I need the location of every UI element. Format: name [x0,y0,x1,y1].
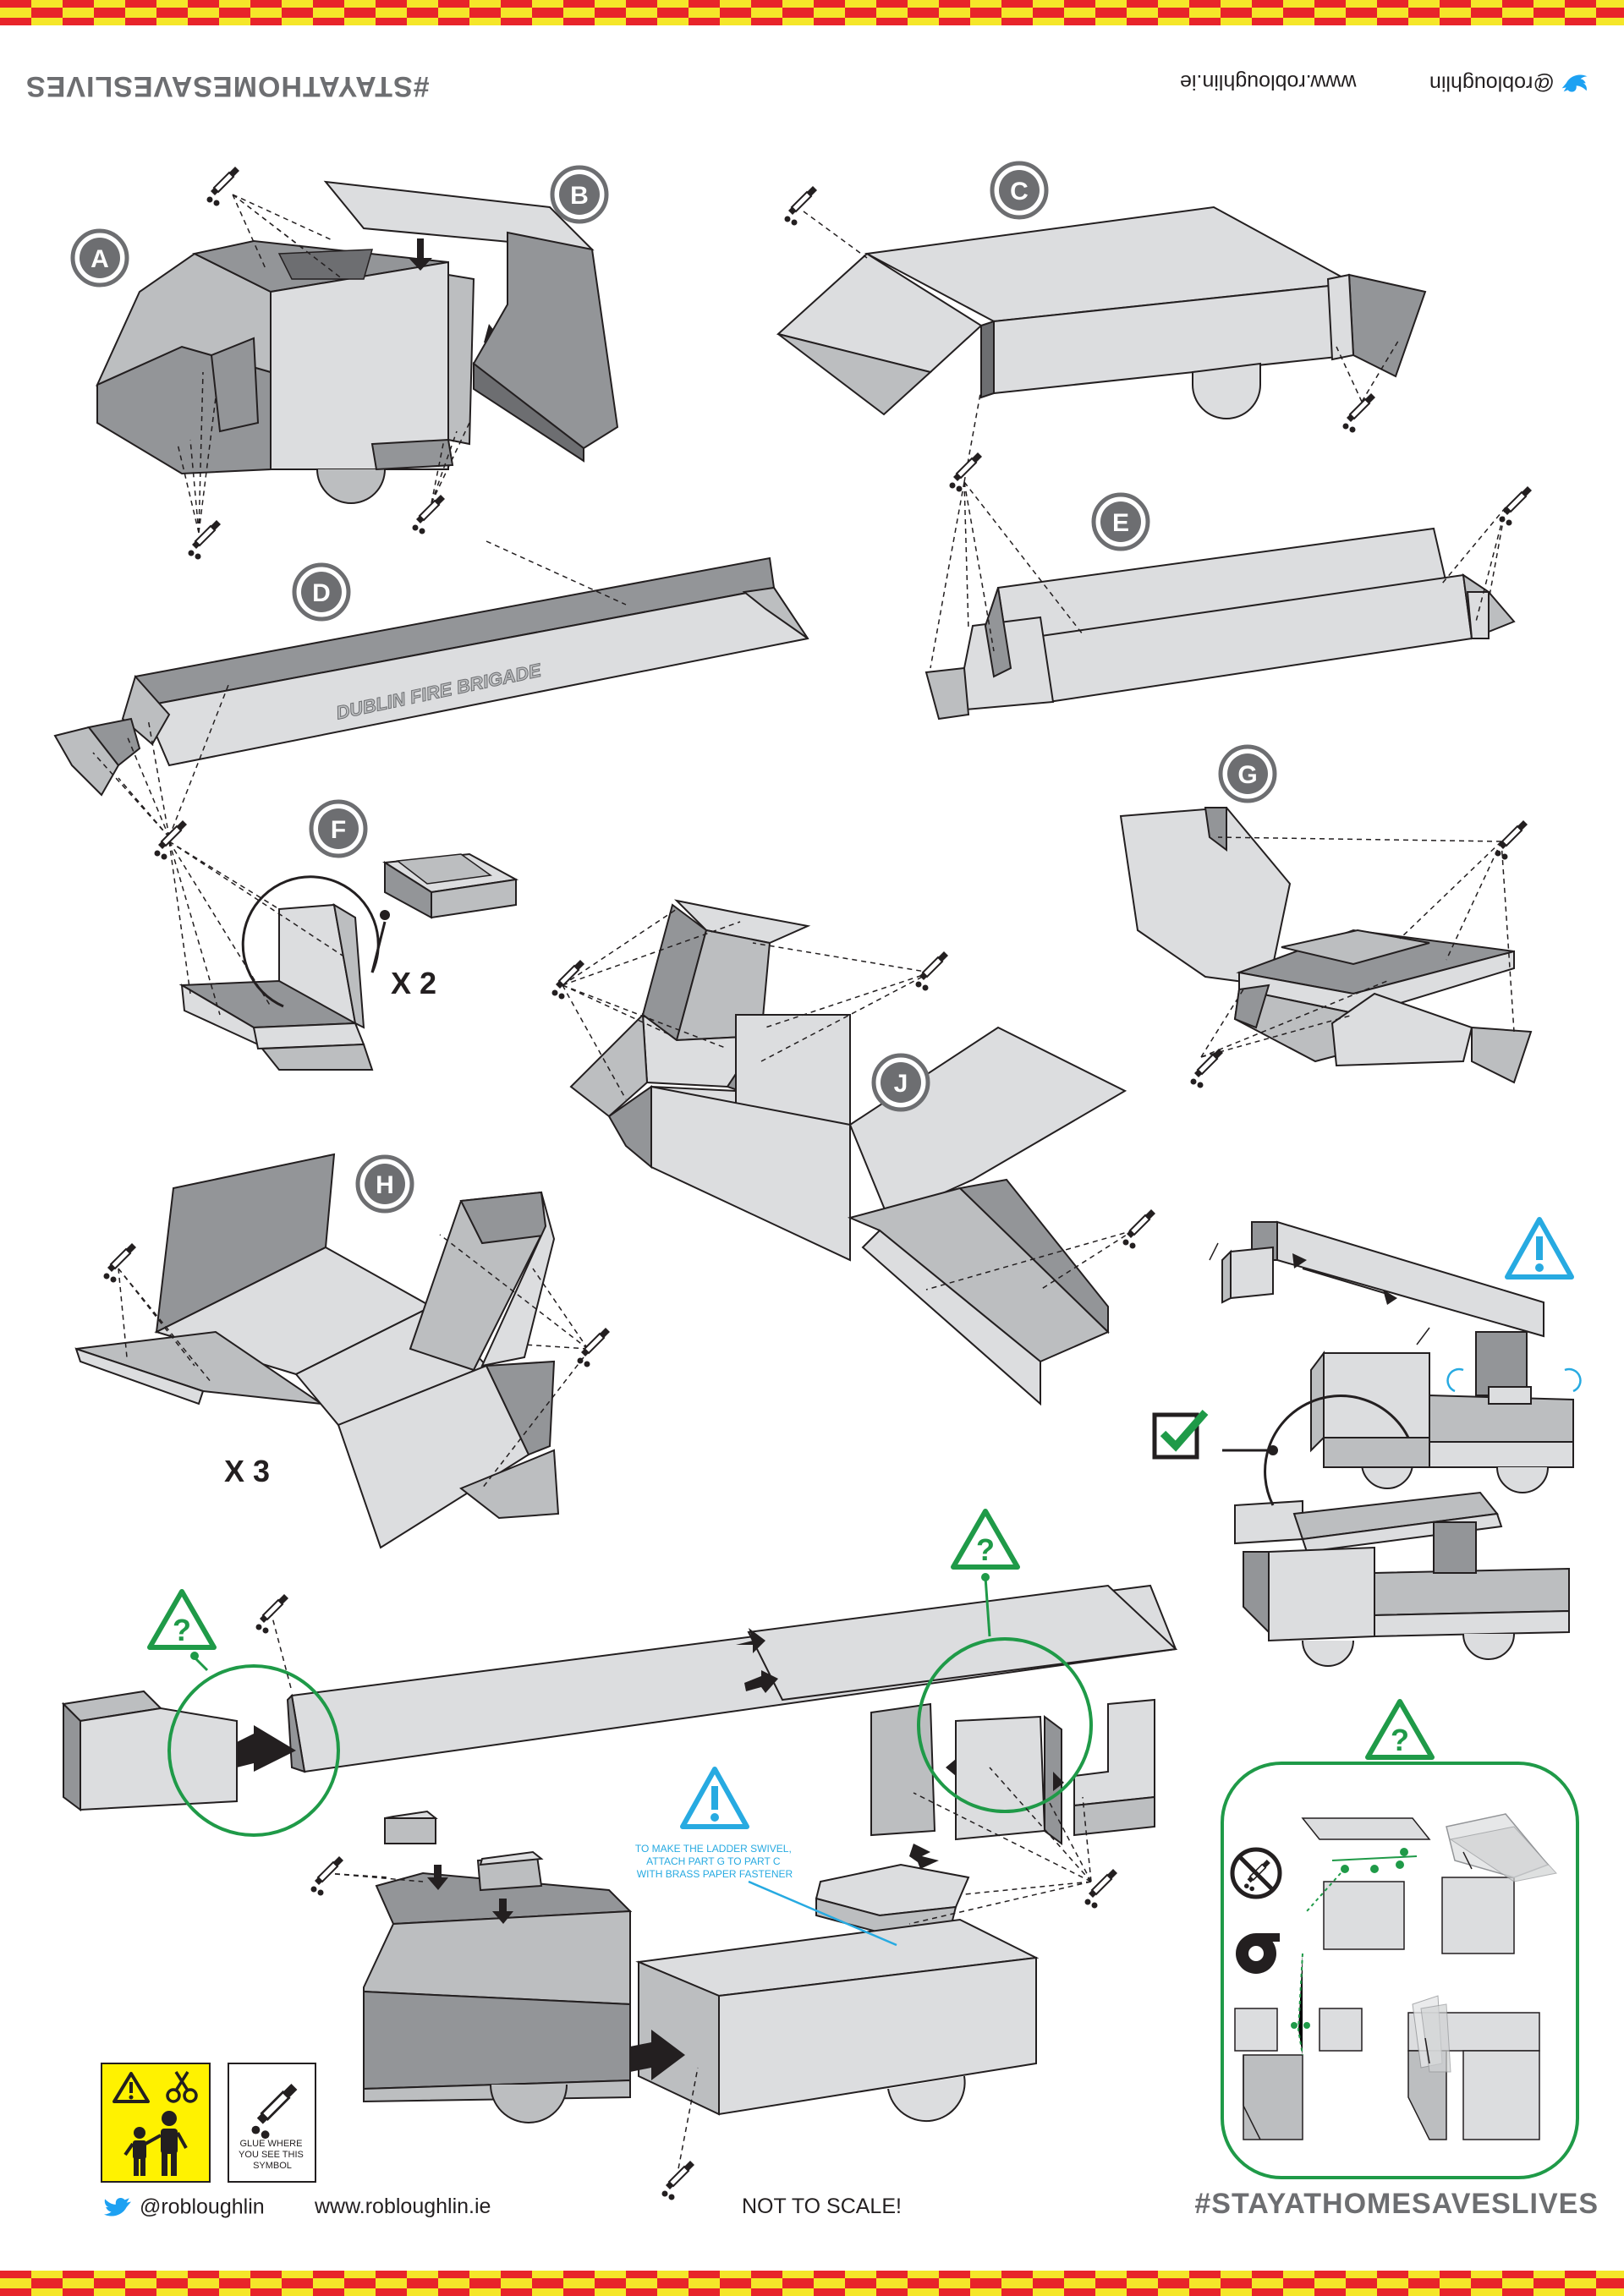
part-e-assembly [924,527,1516,721]
warning-icon [1505,1217,1574,1280]
part-h-glue-lines [118,1234,589,1489]
part-a-glue-lines [177,194,470,534]
glue-legend: GLUE WHERE YOU SEE THIS SYMBOL [228,2063,316,2183]
glue-bottle-icon [206,166,240,207]
part-f-assembly [178,852,519,1071]
safety-sign [101,2063,211,2183]
part-j-assembly [569,899,1127,1406]
scissors-icon [166,2071,198,2103]
badge-part-f: F [311,802,365,856]
tape-roll-icon [1236,1933,1280,1974]
svg-text:C: C [1010,178,1029,205]
svg-text:H: H [376,1171,394,1199]
svg-text:?: ? [173,1613,191,1647]
glue-bottle-icon [102,1242,137,1284]
part-j-glue-lines [562,908,1134,1290]
glue-bottle-icon [1122,1208,1156,1250]
part-b-piece [323,180,619,463]
top-hazard-stripe [0,0,1624,25]
badge-part-c: C [992,163,1046,217]
part-f-multiplier: X 2 [391,966,436,1000]
twitter-bird-icon [1561,74,1588,92]
adult-child-icon [123,2111,188,2176]
svg-text:J: J [894,1070,908,1098]
svg-text:B: B [570,182,589,210]
scale-note: NOT TO SCALE! [742,2195,902,2218]
badge-part-a: A [73,231,127,285]
glue-bottle-icon [1189,1048,1224,1089]
glue-bottle-icon [1498,485,1533,527]
header-handle-wrap: @robloughlin [1429,69,1589,95]
badge-part-h: H [358,1157,412,1211]
svg-text:D: D [312,579,331,607]
glue-bottle-icon [411,494,446,535]
footer-hashtag: #STAYATHOMESAVESLIVES [1194,2188,1599,2220]
part-g-glue-lines [1200,836,1515,1058]
no-glue-icon [1230,1847,1282,1899]
svg-text:?: ? [976,1532,995,1567]
checkmark-icon [1152,1410,1209,1460]
svg-text:A: A [91,245,109,273]
glue-bottle-icon [1341,392,1376,434]
question-icon: ? [1365,1699,1435,1760]
badge-part-e: E [1094,495,1148,549]
glue-bottle-icon [1084,1868,1118,1910]
svg-text:F: F [331,816,346,844]
part-f-glue-lines [168,841,343,1016]
swivel-note: TO MAKE THE LADDER SWIVEL, ATTACH PART G… [635,1843,794,1880]
part-e-glue-lines [930,388,1506,669]
twitter-bird-icon [104,2197,131,2217]
part-c-assembly [776,205,1427,419]
badge-part-b: B [552,167,606,222]
warning-icon [680,1767,749,1829]
final-assembly [61,1584,1178,2123]
assembled-truck-lowered [1234,1491,1570,1667]
part-g-assembly [1119,806,1533,1084]
footer-handle-wrap: @robloughlin [102,2195,265,2222]
glue-bottle-icon [783,185,818,227]
glue-bottle-icon [576,1327,611,1368]
badge-part-j: J [874,1055,928,1110]
warning-icon [112,2072,150,2103]
svg-text:G: G [1237,761,1257,789]
badge-part-g: G [1221,747,1275,801]
glue-bottle-icon [948,452,983,493]
bottom-hazard-stripe [0,2271,1624,2296]
part-d-assembly [53,556,809,797]
glue-bottle-icon [187,519,222,561]
hint-panel [1221,1762,1579,2179]
part-d-glue-lines [92,540,627,838]
hint-circle-bracket [917,1637,1093,1813]
glue-bottle-icon [1494,819,1528,861]
svg-text:GLUE WHERE YOU SEE THIS: GLUE WHERE YOU SEE THIS SYMBOL [239,2139,306,2171]
hint-circle-ladder-end [167,1664,340,1837]
footer-website: www.robloughlin.ie [315,2195,491,2218]
assembled-truck-preview [1209,1220,1582,1493]
question-icon: ? [951,1509,1020,1570]
part-c-glue-lines [803,211,1401,403]
glue-bottle-icon [310,1855,344,1897]
part-a-assembly [95,238,519,504]
footer-handle: @robloughlin [139,2195,265,2219]
final-glue-lines [270,1610,1092,2178]
part-h-multiplier: X 3 [224,1454,270,1488]
badge-part-d: D [294,565,348,619]
svg-text:E: E [1112,509,1129,537]
svg-text:?: ? [1391,1723,1409,1757]
part-h-assembly [74,1153,560,1549]
question-icon: ? [147,1589,217,1650]
glue-bottle-icon [255,1593,289,1635]
